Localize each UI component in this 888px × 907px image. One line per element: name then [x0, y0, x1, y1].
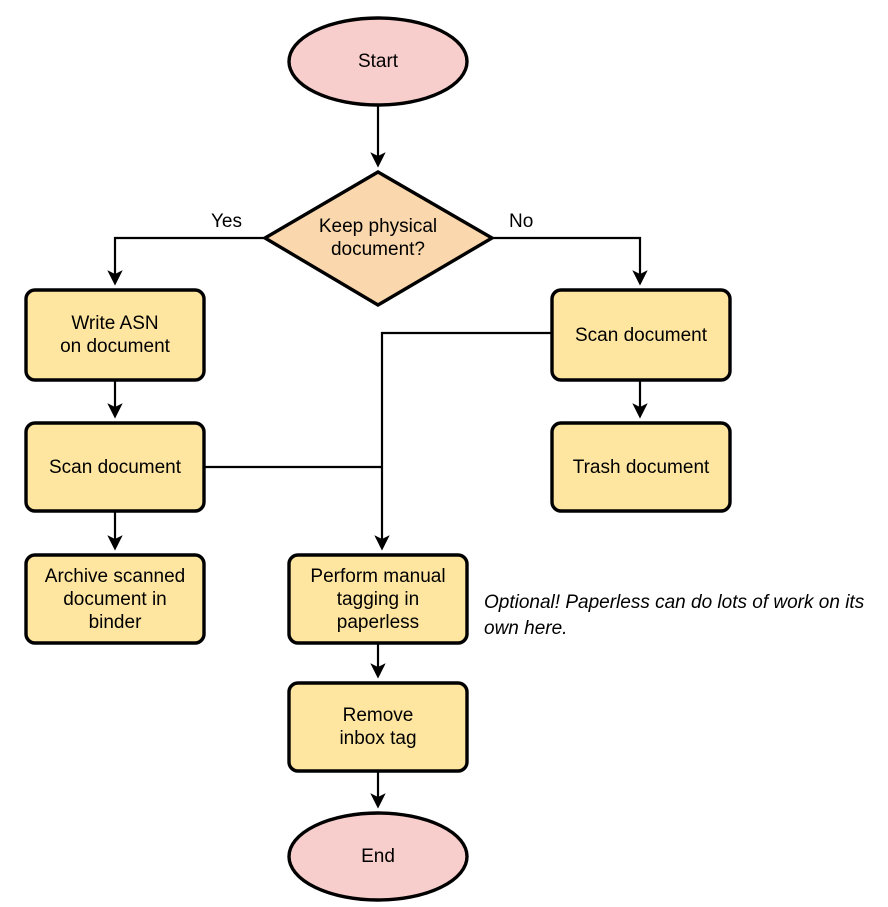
node-end[interactable]	[287, 811, 469, 902]
node-remove-inbox-tag[interactable]	[287, 681, 469, 773]
node-scan-document-left[interactable]	[24, 421, 206, 513]
node-decision-keep-physical-document[interactable]	[261, 170, 496, 307]
node-layer	[24, 16, 732, 902]
edge-decision-yes-to-write-asn	[107, 236, 265, 286]
node-perform-manual-tagging-in-paperless[interactable]	[287, 553, 469, 645]
node-trash-document[interactable]	[550, 421, 732, 513]
edge-decision-no-to-scan-right	[492, 236, 648, 286]
node-archive-scanned-document-in-binder[interactable]	[24, 553, 206, 645]
node-write-asn-on-document[interactable]	[24, 288, 206, 382]
edge-scan-right-to-manual-tagging	[374, 331, 552, 551]
edge-layer	[107, 105, 648, 809]
node-scan-document-right[interactable]	[550, 288, 732, 382]
edge-label-yes: Yes	[211, 211, 242, 232]
node-start[interactable]	[287, 16, 469, 107]
annotation-optional-note: Optional! Paperless can do lots of work …	[484, 592, 865, 639]
edge-label-no: No	[509, 211, 534, 232]
